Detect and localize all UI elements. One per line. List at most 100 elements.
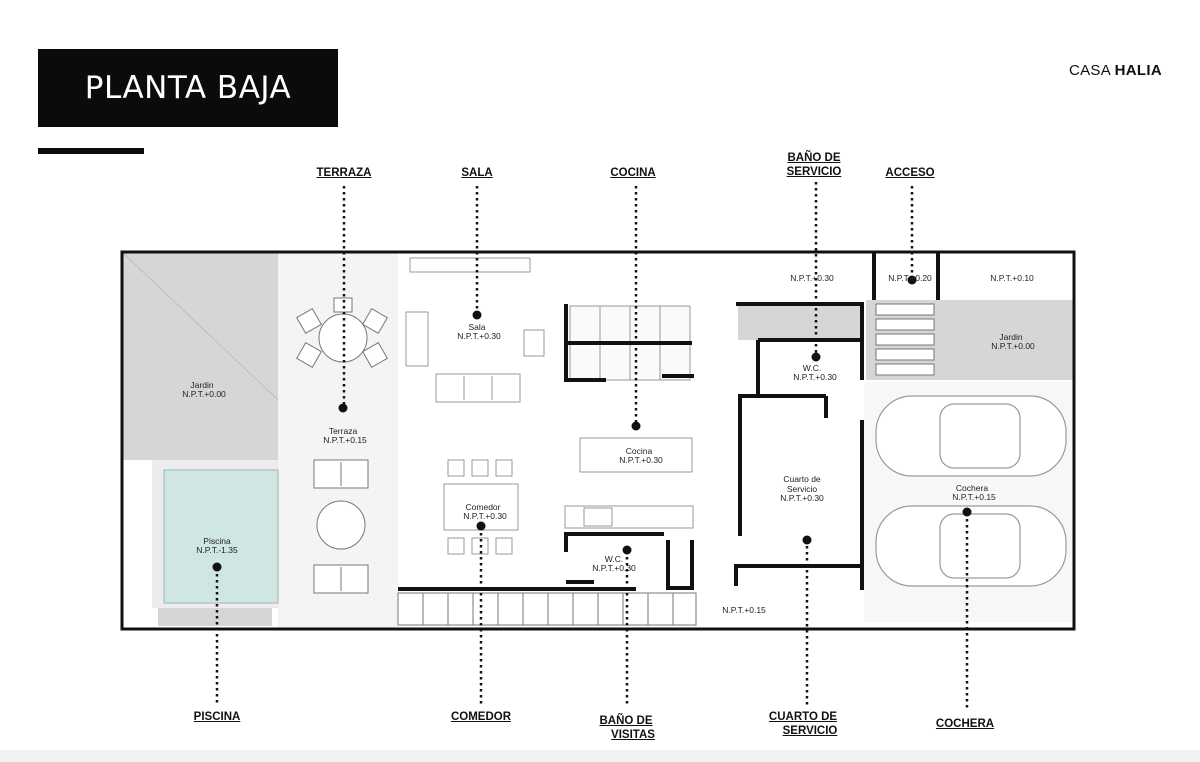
dining-table (443, 483, 519, 531)
terrace-chair (296, 308, 322, 334)
room-name-jardin-right: Jardin (999, 332, 1022, 342)
level-pasillo: N.P.T.+0.15 (722, 605, 766, 615)
living-sofa (435, 373, 521, 403)
room-level-piscina: N.P.T.-1.35 (196, 545, 238, 555)
room-name-cuarto-servicio-2: Servicio (787, 484, 818, 494)
room-name-wc-visitas: W.C. (605, 554, 623, 564)
step (875, 303, 935, 316)
leader-dot (338, 403, 348, 413)
room-level-jardin-left: N.P.T.+0.00 (182, 389, 226, 399)
plan-title: PLANTA BAJA (84, 70, 292, 106)
room-name-comedor: Comedor (466, 502, 501, 512)
leader-dot (472, 310, 482, 320)
callout-bano-servicio: BAÑO DE SERVICIO (787, 151, 842, 179)
garden-left-area (122, 252, 278, 460)
room-name-piscina: Piscina (203, 536, 231, 546)
callout-bano-servicio-line2: SERVICIO (786, 166, 842, 178)
car-roof (939, 403, 1021, 469)
callout-cuarto-servicio: CUARTO DE SERVICIO (768, 710, 838, 738)
room-name-cuarto-servicio-1: Cuarto de (783, 474, 821, 484)
callout-cuarto-servicio-line1: CUARTO DE (768, 711, 838, 723)
dining-chair (447, 537, 465, 555)
dining-chair (495, 459, 513, 477)
step (875, 333, 935, 346)
callout-cuarto-servicio-line2: SERVICIO (782, 725, 838, 737)
brand-label: CASA HALIA (1069, 62, 1162, 79)
storage-cabinets (397, 592, 697, 626)
callout-terraza: TERRAZA (316, 167, 372, 179)
terrace-chair (362, 342, 388, 368)
room-name-cochera: Cochera (956, 483, 988, 493)
cooktop (583, 507, 613, 527)
level-top-a: N.P.T.+0.30 (790, 273, 834, 283)
access-steps (875, 303, 935, 376)
living-credenza (409, 257, 531, 273)
leader-dot (811, 352, 821, 362)
planter-strip (738, 304, 862, 340)
living-armchair (405, 311, 429, 367)
plan-title-block: PLANTA BAJA (38, 49, 338, 127)
living-side-table (523, 329, 545, 357)
room-level-sala: N.P.T.+0.30 (457, 331, 501, 341)
leader-dot (476, 521, 486, 531)
callout-bano-visitas: BAÑO DE VISITAS (597, 714, 655, 742)
room-level-cocina: N.P.T.+0.30 (619, 455, 663, 465)
room-name-cocina: Cocina (626, 446, 653, 456)
leader-dot (962, 507, 972, 517)
stair-wall (564, 304, 606, 382)
callout-bano-servicio-line1: BAÑO DE (787, 152, 841, 164)
garden-left-hatch (121, 251, 279, 401)
car-roof (939, 513, 1021, 579)
wc-visitas-wall (564, 532, 664, 552)
bottom-strip (0, 750, 1200, 762)
dining-chair (471, 459, 489, 477)
callout-piscina: PISCINA (193, 711, 241, 723)
exterior-wall (120, 250, 1076, 631)
service-wall (734, 564, 864, 586)
step (875, 363, 935, 376)
callout-bano-visitas-line1: BAÑO DE (599, 715, 653, 727)
room-level-terraza: N.P.T.+0.15 (323, 435, 367, 445)
interior-walls (398, 252, 940, 591)
room-level-wc-visitas: N.P.T.+0.30 (592, 563, 636, 573)
cabinet-row (397, 592, 697, 626)
leader-dot (212, 562, 222, 572)
callout-comedor: COMEDOR (450, 711, 512, 723)
room-level-cochera: N.P.T.+0.15 (952, 492, 996, 502)
callout-cochera: COCHERA (935, 718, 995, 730)
level-top-c: N.P.T.+0.10 (990, 273, 1034, 283)
leader-dot (907, 275, 917, 285)
callout-cocina: COCINA (610, 167, 656, 179)
leader-dots (212, 275, 972, 572)
room-name-terraza: Terraza (329, 426, 358, 436)
room-labels: Jardin N.P.T.+0.00 Terraza N.P.T.+0.15 P… (182, 273, 1035, 615)
leader-lines (215, 182, 969, 708)
step (875, 318, 935, 331)
dining-chair (447, 459, 465, 477)
room-name-sala: Sala (468, 322, 485, 332)
terrace-dining-set (296, 297, 388, 594)
room-name-jardin-left: Jardin (190, 380, 213, 390)
wc-visitas-wall (666, 540, 694, 590)
callout-bano-visitas-line2: VISITAS (611, 729, 655, 741)
leader-dot (631, 421, 641, 431)
garage-cars (875, 395, 1067, 587)
title-underline (38, 148, 144, 154)
callout-sala: SALA (461, 167, 493, 179)
service-wall (738, 340, 760, 536)
room-level-jardin-right: N.P.T.+0.00 (991, 341, 1035, 351)
kitchen-furniture (564, 305, 694, 529)
terrace-side-table (316, 500, 366, 550)
room-name-wc-servicio: W.C. (803, 363, 821, 373)
room-level-wc-servicio: N.P.T.+0.30 (793, 372, 837, 382)
terrace-chair (362, 308, 388, 334)
callout-acceso: ACCESO (885, 167, 935, 179)
terrace-chair (296, 342, 322, 368)
room-level-cuarto-servicio: N.P.T.+0.30 (780, 493, 824, 503)
brand-prefix: CASA (1068, 62, 1111, 79)
brand-name: HALIA (1114, 62, 1162, 79)
dining-chair (495, 537, 513, 555)
step (875, 348, 935, 361)
living-furniture (405, 257, 545, 555)
